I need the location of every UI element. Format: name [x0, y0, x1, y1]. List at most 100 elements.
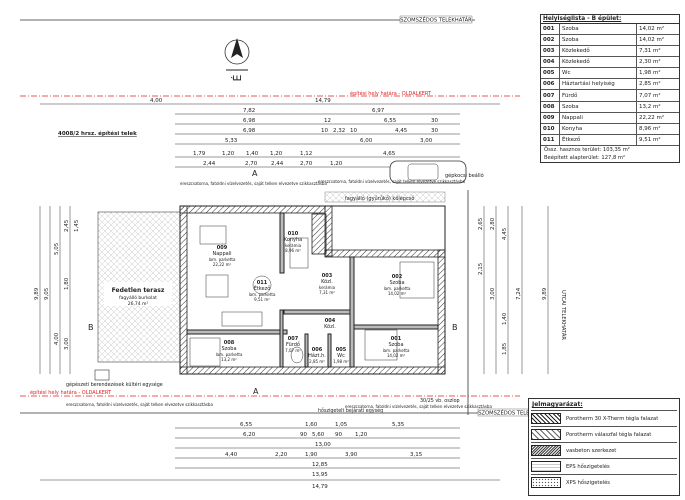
parking-label: gépkocsi beálló	[445, 172, 484, 179]
room-010-name: Konyha	[284, 237, 302, 243]
dim-right-9: 4,45	[502, 227, 508, 240]
dim-top-7: 6,55	[384, 118, 397, 124]
dim-right-2: 2,80	[490, 217, 496, 230]
schedule-name: Szoba	[559, 24, 637, 36]
room-001-name: Szoba	[388, 342, 403, 348]
dim-left-1: 9,89	[34, 287, 40, 300]
legend-item: vasbeton szerkezet	[531, 442, 677, 458]
neighbor-label-bottom: SZOMSZÉDOS TELEKHATÁR	[478, 409, 550, 417]
north-label: É	[231, 74, 244, 81]
dim-right-7: 7,24	[516, 287, 522, 300]
dim-right-6: 1,85	[502, 342, 508, 355]
dim-top-13: 4,45	[395, 128, 408, 134]
legend-swatch	[531, 445, 561, 456]
dim-bottom-4: 5,35	[392, 422, 405, 428]
dim-top-26: 2,70	[300, 161, 313, 167]
dim-top-15: 5,33	[225, 138, 238, 144]
schedule-area: 7,31 m²	[636, 45, 679, 58]
schedule-area: 2,30 m²	[636, 56, 679, 69]
room-002-name: Szoba	[389, 280, 404, 286]
room-010-code: 010	[288, 231, 299, 237]
room-003-name: Közl.	[321, 279, 333, 285]
dim-top-14: 30	[431, 128, 438, 134]
schedule-title: Helyiséglista - B épület:	[541, 15, 679, 24]
room-004-code: 004	[325, 318, 336, 324]
dim-top-24: 2,70	[245, 161, 258, 167]
room-010-area: 8,96 m²	[285, 248, 301, 253]
room-008-sub: lam. parketta	[216, 352, 243, 357]
dim-bottom-5: 6,20	[243, 432, 256, 438]
room-009-area: 22,22 m²	[213, 262, 232, 267]
schedule-area: 7,07 m²	[636, 89, 679, 102]
top-dimension-lines	[40, 103, 500, 168]
legend-swatch	[531, 429, 561, 440]
dim-right-5: 1,40	[502, 312, 508, 325]
schedule-name: Szoba	[559, 101, 637, 113]
dim-top-5: 6,98	[243, 118, 256, 124]
left-dimension-lines	[39, 206, 71, 374]
room-011-sub: lam. parketta	[249, 292, 276, 297]
schedule-code: 004	[541, 56, 560, 69]
legend: Jelmagyarázat: Porotherm 30 X-Therm tégl…	[528, 398, 680, 496]
legend-swatch	[531, 413, 561, 424]
dim-bottom-7: 5,60	[312, 432, 325, 438]
entry-label: hőszigetelt bejárati egység	[318, 407, 383, 414]
room-007-area: 7,07 m²	[285, 348, 301, 353]
legend-swatch	[531, 477, 561, 488]
schedule-area: 1,98 m²	[636, 67, 679, 80]
room-003-area: 7,31 m²	[319, 290, 335, 295]
room-011-area: 9,51 m²	[254, 297, 270, 302]
dim-bottom-18: 14,79	[312, 484, 328, 490]
legend-label: Porotherm 30 X-Therm tégla falazat	[566, 415, 659, 422]
section-mark-b-left: B	[88, 323, 94, 332]
right-boundary-label: UTCAI TELEKHATÁR	[560, 290, 567, 340]
dim-top-22: 1,12	[300, 151, 312, 157]
schedule-code: 002	[541, 34, 560, 47]
dim-right-4: 3,00	[490, 287, 496, 300]
engineering-label: gépészeti berendezések kültéri egysége	[66, 381, 163, 388]
room-007-name: Fürdő	[286, 342, 300, 348]
building-line-top: építési hely határa - OLDALKERT	[350, 90, 432, 97]
dim-top-28: 4,65	[383, 151, 396, 157]
gutter-note-3: ereszcsatorna, fatoldni vízelvezetés, sa…	[66, 402, 213, 407]
schedule-total-net: Össz. hasznos terület: 103,35 m²	[544, 146, 630, 153]
schedule-name: Étkező	[559, 134, 637, 146]
dim-right-1: 2,65	[478, 217, 484, 230]
schedule-code: 010	[541, 123, 560, 135]
dim-top-19: 1,20	[222, 151, 235, 157]
room-002-sub: lam. parketta	[384, 286, 411, 291]
room-001-code: 001	[391, 336, 402, 342]
schedule-name: Fürdő	[559, 89, 637, 102]
dim-bottom-10: 13,00	[315, 442, 331, 448]
terrace-area-value: 26,74 m²	[128, 301, 149, 307]
legend-item: EPS hőszigetelés	[531, 458, 677, 474]
schedule-area: 9,51 m²	[636, 134, 679, 146]
schedule-area: 14,02 m²	[636, 34, 679, 47]
room-011-code: 011	[257, 280, 268, 286]
dim-top-20: 1,40	[246, 151, 259, 157]
dim-top-17: 3,00	[420, 138, 433, 144]
schedule-code: 011	[541, 134, 560, 146]
schedule-code: 009	[541, 112, 560, 124]
dim-top-18: 1,79	[193, 151, 206, 157]
dim-left-5: 1,80	[64, 277, 70, 290]
room-005-name: Wc	[337, 353, 345, 359]
pillar-label: 30/25 vb. oszlop	[420, 398, 460, 404]
right-dimension-lines	[483, 206, 549, 374]
room-002-area: 14,02 m²	[388, 291, 407, 296]
dim-top-16: 6,00	[360, 138, 373, 144]
room-002-code: 002	[392, 274, 403, 280]
schedule-code: 007	[541, 89, 560, 102]
schedule-code: 006	[541, 78, 560, 91]
legend-item: XPS hőszigetelés	[531, 474, 677, 490]
legend-item: Porotherm válaszfal tégla falazat	[531, 426, 677, 442]
dim-left-8: 1,45	[74, 219, 80, 232]
legend-swatch	[531, 461, 561, 472]
